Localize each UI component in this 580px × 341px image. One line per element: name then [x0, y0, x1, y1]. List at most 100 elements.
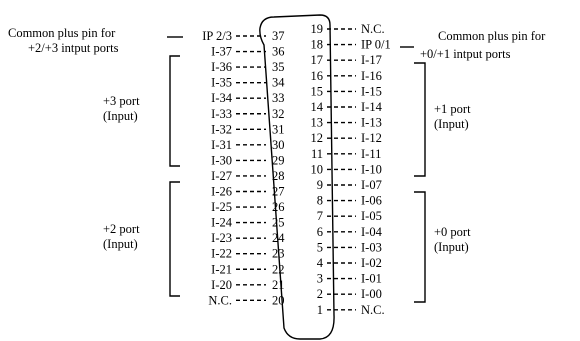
left-pin-number: 22: [272, 262, 285, 276]
right-note-line2: +0/+1 intput ports: [420, 47, 511, 61]
right-pin-number: 1: [317, 303, 323, 317]
right-pin-signal: I-01: [361, 272, 382, 286]
port0-label: +0 port: [434, 225, 471, 239]
right-pin-row: 7 I-05: [317, 209, 382, 223]
connector-shell: [259, 14, 335, 340]
right-pin-signal: N.C.: [361, 303, 385, 317]
left-pin-number: 26: [272, 200, 285, 214]
port2-label: +2 port: [103, 222, 140, 236]
right-pin-number: 6: [317, 225, 323, 239]
right-pin-signal: I-14: [361, 100, 383, 114]
right-pin-row: 1 N.C.: [317, 303, 385, 317]
right-pin-row: 3 I-01: [317, 272, 382, 286]
right-pin-signal: I-03: [361, 240, 382, 254]
left-pin-number: 28: [272, 169, 285, 183]
left-pin-signal: I-24: [211, 216, 233, 230]
left-pin-row: I-36 35: [211, 60, 284, 74]
left-pin-signal: I-33: [211, 107, 232, 121]
port3-label: +3 port: [103, 94, 140, 108]
left-pin-signal: I-36: [211, 60, 232, 74]
right-pin-signal: I-15: [361, 84, 382, 98]
left-pin-signal: I-26: [211, 185, 232, 199]
left-pin-number: 36: [272, 45, 285, 59]
right-pin-signal: I-17: [361, 53, 382, 67]
left-pin-row: I-21 22: [211, 262, 284, 276]
left-note-line1: Common plus pin for: [8, 26, 116, 40]
port1-label: +1 port: [434, 102, 471, 116]
left-pin-row: I-24 25: [211, 216, 284, 230]
left-common-note: Common plus pin for +2/+3 intput ports: [8, 26, 183, 55]
right-pin-number: 8: [317, 194, 323, 208]
left-pin-signal: I-30: [211, 153, 232, 167]
left-pin-signal: I-25: [211, 200, 232, 214]
left-pin-row: I-32 31: [211, 122, 284, 136]
left-pin-signal: I-23: [211, 231, 232, 245]
right-pin-row: 5 I-03: [317, 240, 382, 254]
left-pin-row: I-26 27: [211, 185, 284, 199]
left-pin-signal: I-31: [211, 138, 232, 152]
left-pin-row: I-33 32: [211, 107, 284, 121]
left-pin-number: 33: [272, 91, 285, 105]
right-pin-row: 17 I-17: [311, 53, 382, 67]
right-pin-signal: I-16: [361, 69, 382, 83]
port3-bracket: [169, 55, 180, 167]
left-pin-signal: I-37: [211, 45, 232, 59]
right-pin-signal: I-00: [361, 287, 382, 301]
right-pin-number: 12: [311, 131, 324, 145]
right-pin-number: 10: [311, 162, 324, 176]
left-pin-number: 27: [272, 185, 285, 199]
left-pin-number: 24: [272, 231, 285, 245]
left-pin-number: 34: [272, 76, 285, 90]
left-note-line2: +2/+3 intput ports: [28, 41, 119, 55]
port2-bracket: [169, 181, 180, 297]
right-pin-number: 17: [311, 53, 324, 67]
left-pin-number: 32: [272, 107, 285, 121]
left-pin-number: 37: [272, 29, 285, 43]
right-pin-row: 10 I-10: [311, 162, 382, 176]
left-pin-number: 35: [272, 60, 285, 74]
port3-sublabel: (Input): [103, 109, 138, 123]
right-pin-number: 3: [317, 272, 323, 286]
left-pin-number: 30: [272, 138, 285, 152]
right-pin-row: 12 I-12: [311, 131, 382, 145]
right-pin-number: 19: [311, 22, 324, 36]
left-pin-signal: N.C.: [208, 293, 232, 307]
left-pin-row: I-23 24: [211, 231, 285, 245]
right-pin-signal: I-05: [361, 209, 382, 223]
right-pin-number: 5: [317, 240, 323, 254]
left-pin-row: I-31 30: [211, 138, 284, 152]
right-pin-number: 15: [311, 84, 324, 98]
left-pin-number: 31: [272, 122, 285, 136]
right-pin-number: 7: [317, 209, 323, 223]
left-pin-number: 21: [272, 278, 285, 292]
left-pin-row: N.C.20: [208, 293, 284, 307]
right-pin-row: 2 I-00: [317, 287, 382, 301]
right-pin-signal: I-12: [361, 131, 382, 145]
right-pin-signal: I-10: [361, 162, 382, 176]
right-pin-number: 11: [311, 147, 323, 161]
port2-sublabel: (Input): [103, 237, 138, 251]
right-pin-signal: I-06: [361, 194, 382, 208]
right-pin-number: 2: [317, 287, 323, 301]
left-pin-signal: I-32: [211, 122, 232, 136]
left-pin-signal: I-21: [211, 262, 232, 276]
right-pin-signal: I-02: [361, 256, 382, 270]
port0-sublabel: (Input): [434, 240, 469, 254]
left-pin-number: 25: [272, 216, 285, 230]
right-pin-number: 9: [317, 178, 323, 192]
